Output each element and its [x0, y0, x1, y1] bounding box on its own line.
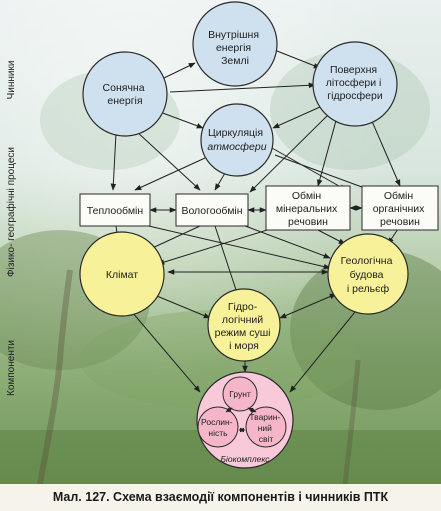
animals-line2: ний [258, 423, 272, 433]
circulation-line2: атмосфери [207, 141, 266, 153]
svg-text:Обмін органічних: Обмін органічних речовин [373, 190, 428, 228]
component-nodes: Клімат Геологічна будова і рельєф Гідро-… [79, 231, 409, 362]
node-heat-exchange: Теплообмін [79, 193, 151, 227]
arrow-climate-hydrology [151, 293, 211, 319]
arrow-heat-to-geology [139, 223, 331, 270]
hydrology-line2: логічний [222, 314, 263, 326]
surface-line1: Поверхня [330, 64, 377, 76]
arrow-climate-to-biocomplex [131, 311, 201, 393]
climate-label: Клімат [106, 269, 138, 281]
inner-energy-line3: Землі [221, 55, 249, 67]
svg-text:Внутрішня енергія: Внутрішня енергія Землі [208, 29, 262, 67]
arrow-geology-hydrology [279, 293, 337, 319]
organic-exchange-line1: Обмін [384, 190, 414, 202]
node-solar-energy: Сонячна енергія [82, 51, 168, 137]
arrow-circulation-to-organic [274, 154, 371, 191]
inner-energy-line2: енергія [216, 42, 251, 54]
node-surface: Поверхня літосфери і гідросфери [312, 41, 398, 127]
factor-nodes: Внутрішня енергія Землі Сонячна енергія … [82, 1, 398, 177]
svg-text:Тварин- ний: Тварин- ний світ [249, 412, 282, 444]
animals-line1: Тварин- [249, 412, 280, 422]
arrow-surface-to-organic [367, 111, 401, 187]
arrow-solar-to-inner [163, 62, 196, 79]
mineral-exchange-line1: Обмін [292, 190, 322, 202]
node-mineral-exchange: Обмін мінеральних речовин [265, 185, 351, 231]
node-plants: Рослин- ність [197, 406, 239, 448]
node-soil: Грунт [222, 376, 258, 412]
arrow-soil-plants [225, 407, 233, 413]
arrow-surface-to-circulation [272, 106, 321, 129]
arrow-surface-to-moisture [249, 112, 331, 193]
svg-text:Циркуляція атмосфери: Циркуляція атмосфери [207, 127, 266, 153]
node-biocomplex: Грунт Рослин- ність Тварин- ний світ [196, 371, 294, 469]
organic-exchange-line3: речовин [380, 216, 420, 228]
node-organic-exchange: Обмін органічних речовин [361, 185, 439, 231]
arrow-geology-to-biocomplex [289, 311, 356, 393]
hydrology-line3: режим суші [215, 327, 271, 339]
svg-text:Геологічна будова: Геологічна будова і рельєф [341, 255, 396, 295]
arrow-circulation-to-geology [271, 147, 347, 191]
hydrology-line4: і моря [229, 340, 259, 352]
connections [110, 50, 401, 393]
geology-line2: будова [350, 269, 384, 281]
circulation-line1: Циркуляція [208, 127, 263, 139]
plants-line2: ність [208, 428, 228, 438]
svg-text:Рослин- ність: Рослин- ність [201, 417, 235, 438]
arrow-mineral-to-climate [157, 225, 281, 265]
animals-line3: світ [259, 434, 274, 444]
hydrology-line1: Гідро- [228, 301, 258, 313]
arrow-solar-to-heat [110, 132, 117, 191]
arrow-solar-to-circulation [159, 111, 204, 129]
solar-energy-line1: Сонячна [103, 82, 145, 94]
surface-line2: літосфери і [326, 77, 382, 89]
moisture-exchange-label: Вологообмін [181, 205, 242, 217]
ptk-diagram: Чинники Фізико- географічні процеси Комп… [0, 0, 441, 484]
svg-text:Сонячна енергія: Сонячна енергія [103, 82, 148, 107]
arrow-solar-to-moisture [135, 130, 201, 191]
process-nodes: Теплообмін Вологообмін Обмін мінеральних… [79, 185, 439, 231]
mineral-exchange-line3: речовин [288, 216, 328, 228]
heat-exchange-label: Теплообмін [87, 205, 144, 217]
svg-text:Гідро- логічний: Гідро- логічний режим суші і моря [215, 301, 274, 352]
arrow-inner-to-surface [276, 50, 321, 69]
node-inner-energy: Внутрішня енергія Землі [192, 1, 278, 87]
node-animals: Тварин- ний світ [245, 406, 287, 448]
soil-label: Грунт [229, 389, 251, 399]
inner-energy-line1: Внутрішня [208, 29, 259, 41]
svg-text:Поверхня літосфери і: Поверхня літосфери і гідросфери [326, 64, 385, 102]
arrow-moisture-to-hydrology [214, 225, 239, 297]
mineral-exchange-line2: мінеральних [276, 203, 338, 215]
node-climate: Клімат [79, 231, 165, 317]
arrow-moisture-to-geology [239, 223, 331, 259]
svg-text:Обмін мінеральних: Обмін мінеральних речовин [276, 190, 340, 228]
arrow-surface-to-mineral [316, 116, 338, 187]
plants-line1: Рослин- [201, 417, 233, 427]
arrow-solar-to-surface [169, 82, 316, 93]
node-geology: Геологічна будова і рельєф [327, 233, 409, 315]
side-label-components: Компоненти [6, 340, 17, 396]
surface-line3: гідросфери [327, 90, 383, 102]
arrow-mineral-to-geology [317, 229, 346, 245]
arrow-moisture-to-climate [147, 225, 201, 251]
arrow-soil-animals [247, 407, 257, 413]
figure-caption: Мал. 127. Схема взаємодії компонентів і … [0, 484, 441, 511]
side-label-factors: Чинники [6, 61, 17, 100]
organic-exchange-line2: органічних [373, 203, 425, 215]
arrow-circulation-to-heat [134, 157, 206, 191]
node-circulation: Циркуляція атмосфери [200, 103, 274, 177]
side-labels: Чинники Фізико- географічні процеси Комп… [5, 61, 17, 396]
biocomplex-label: Біокомплекс [220, 454, 270, 464]
node-moisture-exchange: Вологообмін [175, 193, 249, 227]
side-label-processes: Фізико- географічні процеси [5, 147, 17, 277]
solar-energy-line2: енергія [107, 95, 142, 107]
node-hydrology: Гідро- логічний режим суші і моря [207, 288, 281, 362]
geology-line3: і рельєф [347, 283, 390, 295]
geology-line1: Геологічна [341, 255, 393, 267]
